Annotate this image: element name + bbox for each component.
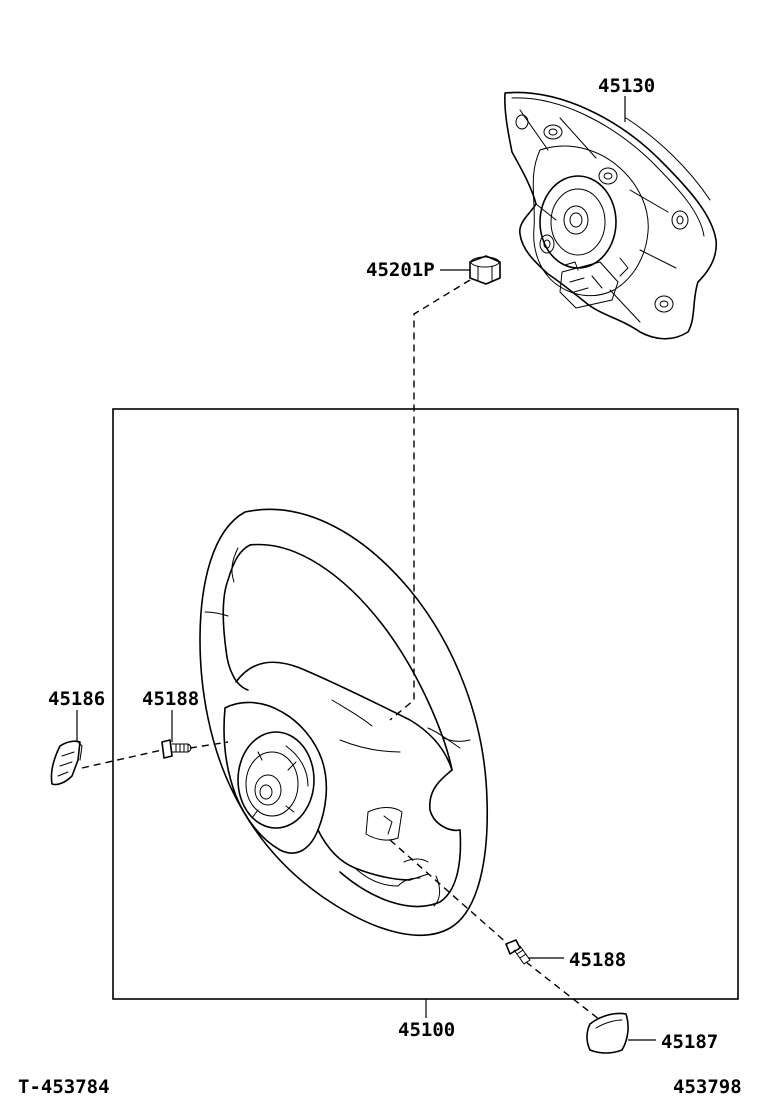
callout-45100: 45100 [398,1019,455,1041]
left-cover-drawing [50,740,83,786]
nut-drawing [469,255,501,285]
left-cover-line [81,749,163,769]
callout-45188-left: 45188 [142,688,199,710]
footer-right-code: 453798 [673,1076,742,1098]
assembly-frame [112,408,739,1000]
right-screw-line [389,839,509,945]
callout-45188-right: 45188 [569,949,626,971]
callout-45186: 45186 [48,688,105,710]
steering-wheel-drawing [199,508,489,936]
screw-left-drawing [161,739,192,759]
right-cover-drawing [586,1012,629,1054]
airbag-module-drawing [504,91,718,340]
callout-45130: 45130 [598,75,655,97]
nut-to-wheel-line [389,279,471,721]
right-cover-line [525,961,601,1021]
callout-45201p: 45201P [366,259,435,281]
footer-left-code: T-453784 [18,1076,110,1098]
left-screw-line [189,741,229,749]
callout-45187: 45187 [661,1031,718,1053]
screw-right-drawing [505,939,531,965]
